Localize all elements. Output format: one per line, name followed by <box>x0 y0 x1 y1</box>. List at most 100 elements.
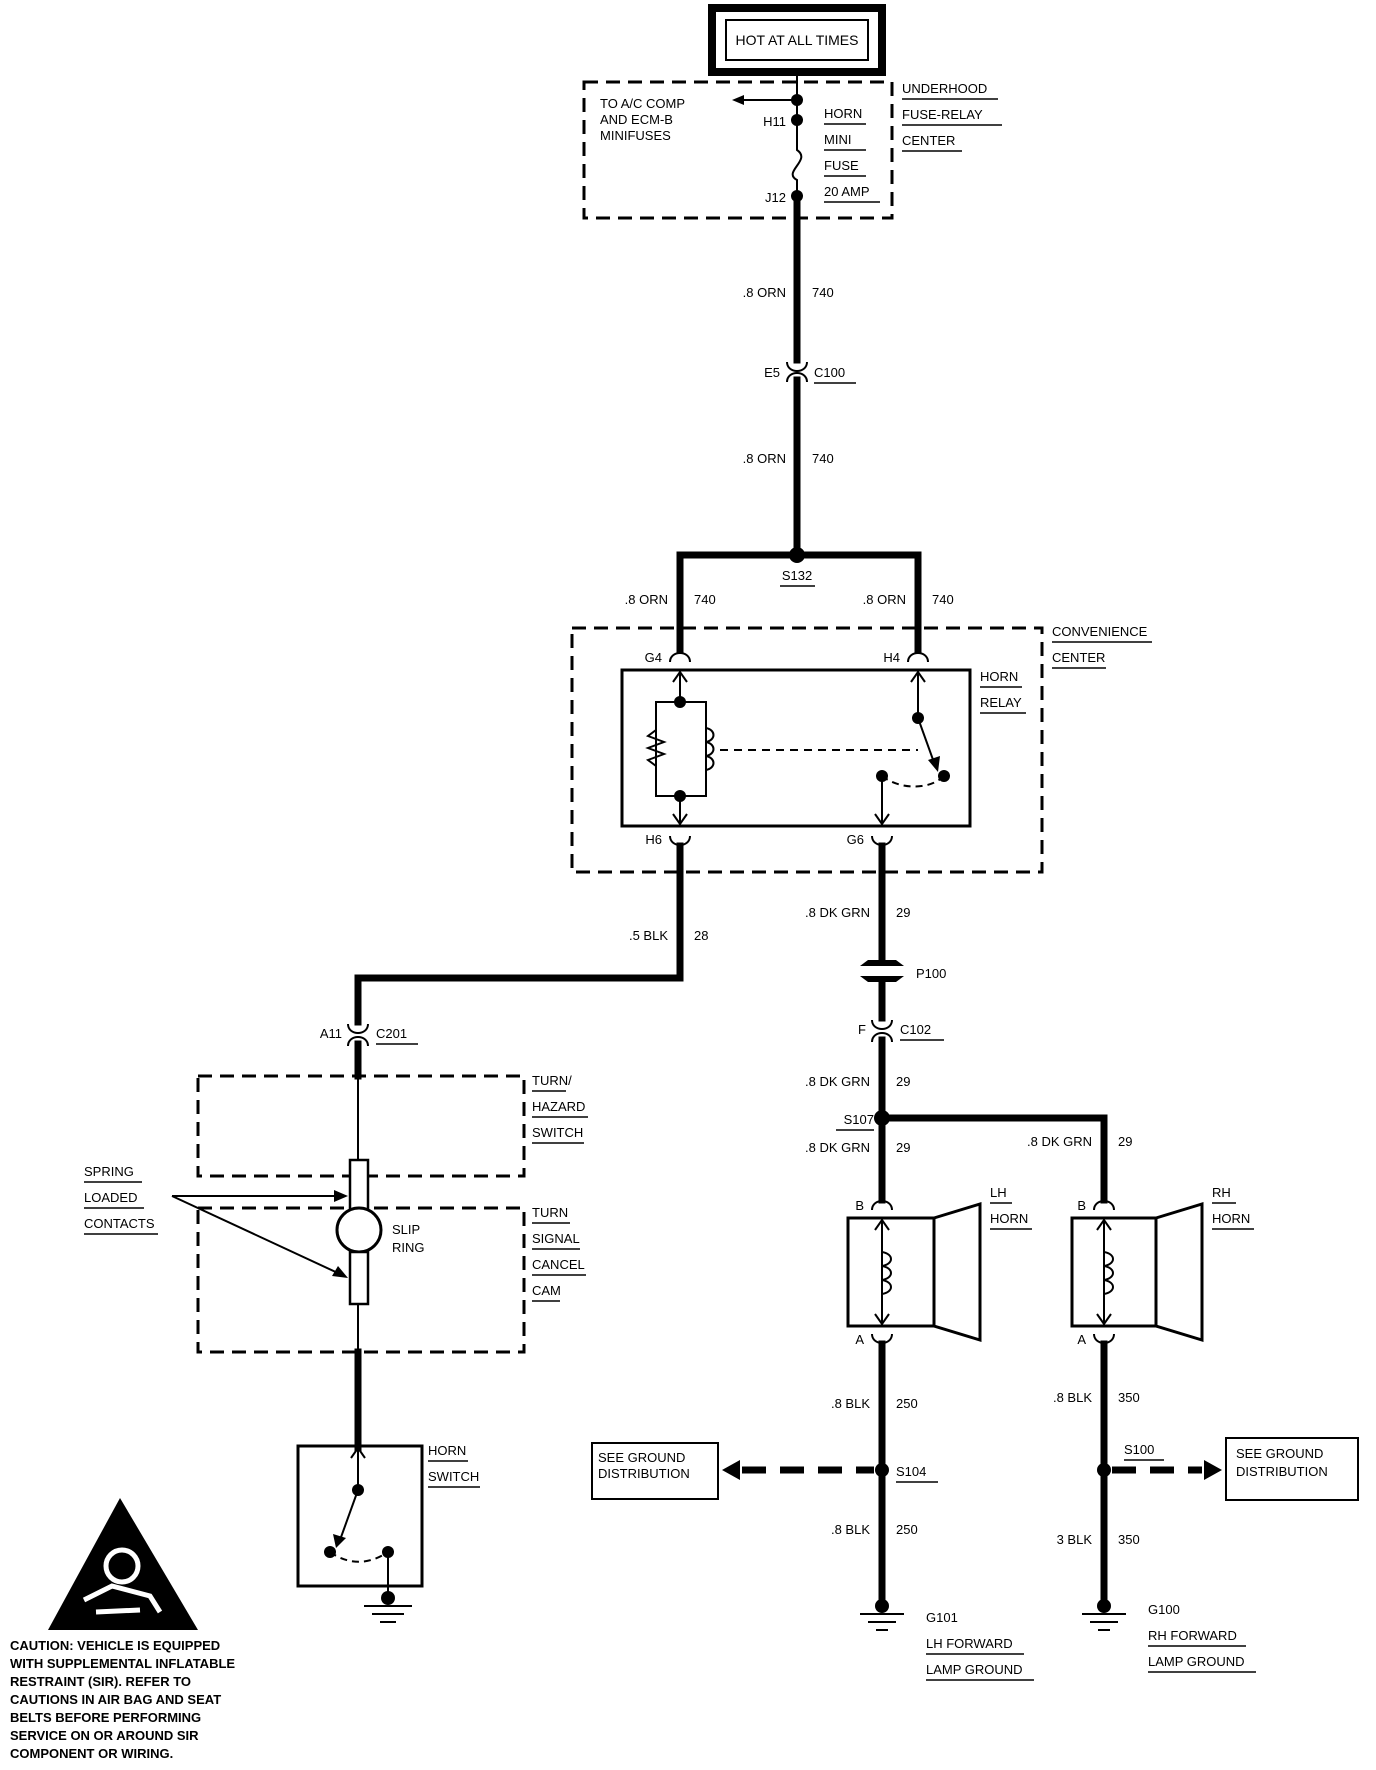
horn-relay-label-line-1: HORN <box>980 669 1018 684</box>
cancel-cam-label-line-1: TURN <box>532 1205 568 1220</box>
left-ground-ref-line-1: SEE GROUND <box>598 1450 685 1465</box>
g101-label-line-1: G101 <box>926 1610 958 1625</box>
grn-upper-circuit: 29 <box>896 905 910 920</box>
c201-connector-lower <box>347 1036 369 1047</box>
sir-caution: CAUTION: VEHICLE IS EQUIPPED WITH SUPPLE… <box>10 1498 235 1761</box>
mini-fuse-icon <box>791 120 803 196</box>
horn-switch-ground-icon <box>364 1605 412 1623</box>
s100-label: S100 <box>1124 1442 1154 1457</box>
caution-line-7: COMPONENT OR WIRING. <box>10 1746 173 1761</box>
right-ground-ref-line-1: SEE GROUND <box>1236 1446 1323 1461</box>
lh-ground-lower-circuit: 250 <box>896 1522 918 1537</box>
lh-ground-circuit-250: .8 BLK 250 S104 SEE GROUND DISTRIBUTION … <box>591 1340 1034 1681</box>
turn-hazard-label-line-2: HAZARD <box>532 1099 585 1114</box>
spring-contacts-label-line-3: CONTACTS <box>84 1216 155 1231</box>
lh-horn-label-line-1: LH <box>990 1185 1007 1200</box>
g101-ground-icon <box>860 1613 904 1631</box>
s104-ground-ref-arrow-icon <box>722 1460 740 1480</box>
right-ground-ref-line-2: DISTRIBUTION <box>1236 1464 1328 1479</box>
g101-label-line-3: LAMP GROUND <box>926 1662 1023 1677</box>
rh-horn-bell-icon <box>1154 1201 1204 1343</box>
s132-splice-dot <box>789 547 805 563</box>
fuse-label-line-1: HORN <box>824 106 862 121</box>
blk-28-gauge: .5 BLK <box>629 928 668 943</box>
lh-horn-coil-icon <box>881 1251 892 1295</box>
rh-horn-coil-icon <box>1103 1251 1114 1295</box>
grn-lh-circuit: 29 <box>896 1140 910 1155</box>
convenience-center-label-line-1: CONVENIENCE <box>1052 624 1148 639</box>
p100-label: P100 <box>916 966 946 981</box>
g100-label-line-2: RH FORWARD <box>1148 1628 1237 1643</box>
turn-hazard-switch-box <box>196 1074 526 1178</box>
feed-lower-gauge: .8 ORN <box>743 451 786 466</box>
blk-28-circuit: 28 <box>694 928 708 943</box>
g100-ground-icon <box>1082 1613 1126 1631</box>
pin-h4-connector <box>907 652 929 663</box>
c201-connector-upper <box>347 1023 369 1034</box>
rh-ground-circuit-350: .8 BLK 350 S100 SEE GROUND DISTRIBUTION … <box>1053 1340 1359 1673</box>
c201-name-label: C201 <box>376 1026 407 1041</box>
relay-coil-icon <box>645 670 715 826</box>
caution-line-5: BELTS BEFORE PERFORMING <box>10 1710 201 1725</box>
pin-g6-label: G6 <box>847 832 864 847</box>
caution-line-4: CAUTIONS IN AIR BAG AND SEAT <box>10 1692 221 1707</box>
lh-horn-pin-b-connector <box>871 1200 893 1211</box>
rh-ground-lower-circuit: 350 <box>1118 1532 1140 1547</box>
grn-lh-gauge: .8 DK GRN <box>805 1140 870 1155</box>
horn-switch: HORN SWITCH <box>296 1443 480 1623</box>
convenience-center: CONVENIENCE CENTER G4 H4 HORN RELAY <box>570 624 1152 874</box>
caution-line-1: CAUTION: VEHICLE IS EQUIPPED <box>10 1638 220 1653</box>
feed-lower-circuit: 740 <box>812 451 834 466</box>
relay-right-gauge: .8 ORN <box>863 592 906 607</box>
branch-note-line-2: AND ECM-B <box>600 112 673 127</box>
lh-horn-bell-icon <box>932 1201 982 1343</box>
spring-contacts-label-line-2: LOADED <box>84 1190 137 1205</box>
right-ground-ref-box <box>1225 1437 1359 1501</box>
fuse-pin-out-label: J12 <box>765 190 786 205</box>
grn-mid-circuit: 29 <box>896 1074 910 1089</box>
pin-h6-label: H6 <box>645 832 662 847</box>
rh-ground-upper-circuit: 350 <box>1118 1390 1140 1405</box>
fuse-label-line-4: 20 AMP <box>824 184 870 199</box>
p100-passthrough-icon <box>860 960 904 982</box>
rh-horn-label-line-1: RH <box>1212 1185 1231 1200</box>
c100-name-label: C100 <box>814 365 845 380</box>
pin-g4-label: G4 <box>645 650 662 665</box>
turn-hazard-label-line-3: SWITCH <box>532 1125 583 1140</box>
rh-horn-pin-a-label: A <box>1077 1332 1086 1347</box>
s104-splice-dot <box>875 1463 889 1477</box>
horn-switch-circuit-28: .5 BLK 28 A11 C201 <box>320 842 708 1160</box>
horn-switch-label-line-2: SWITCH <box>428 1469 479 1484</box>
s104-label: S104 <box>896 1464 926 1479</box>
callout-arrowhead-lower <box>332 1266 348 1278</box>
branch-note-line-1: TO A/C COMP <box>600 96 685 111</box>
s107-label: S107 <box>844 1112 874 1127</box>
convenience-center-label-line-2: CENTER <box>1052 650 1105 665</box>
relay-coil-winding-icon <box>705 727 715 771</box>
horn-relay-label-line-2: RELAY <box>980 695 1022 710</box>
s132-splice-and-relay-feeds: S132 .8 ORN 740 .8 ORN 740 <box>625 547 954 654</box>
feed-upper-circuit: 740 <box>812 285 834 300</box>
slip-ring-icon <box>335 1206 383 1254</box>
feed-upper-gauge: .8 ORN <box>743 285 786 300</box>
underhood-fuse-relay-center: TO A/C COMP AND ECM-B MINIFUSES H11 J12 … <box>582 72 1002 220</box>
lh-ground-lower-gauge: .8 BLK <box>831 1522 870 1537</box>
lh-ground-upper-gauge: .8 BLK <box>831 1396 870 1411</box>
branch-note-line-3: MINIFUSES <box>600 128 671 143</box>
left-ground-ref-line-2: DISTRIBUTION <box>598 1466 690 1481</box>
cancel-cam-label-line-3: CANCEL <box>532 1257 585 1272</box>
g100-label-line-3: LAMP GROUND <box>1148 1654 1245 1669</box>
fuse-center-label-line-3: CENTER <box>902 133 955 148</box>
rh-horn-body <box>1070 1216 1158 1328</box>
relay-resistor-icon <box>645 729 667 767</box>
c100-connector-upper <box>786 361 808 372</box>
lh-horn-label-line-2: HORN <box>990 1211 1028 1226</box>
caution-line-6: SERVICE ON OR AROUND SIR <box>10 1728 199 1743</box>
spring-contacts-label-line-1: SPRING <box>84 1164 134 1179</box>
fuse-label-line-3: FUSE <box>824 158 859 173</box>
left-ground-ref-box <box>591 1442 719 1500</box>
power-source-label: HOT AT ALL TIMES <box>736 32 859 48</box>
relay-left-circuit: 740 <box>694 592 716 607</box>
fuse-center-label-line-1: UNDERHOOD <box>902 81 987 96</box>
pin-g4-connector <box>669 652 691 663</box>
